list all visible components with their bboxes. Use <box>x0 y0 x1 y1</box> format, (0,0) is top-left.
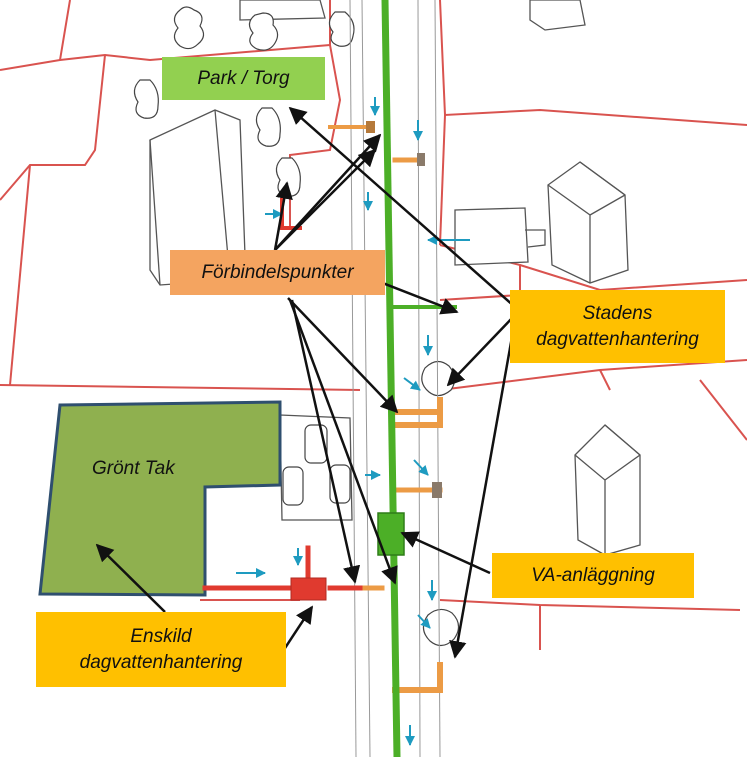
va-facility-text: VA-anläggning <box>531 564 655 586</box>
park-torg-label: Park / Torg <box>162 57 325 100</box>
city-stormwater-line1: Stadens <box>582 302 653 324</box>
va-facility-label: VA-anläggning <box>492 553 694 598</box>
house-bottom-right <box>574 424 641 556</box>
private-stormwater-line2: dagvattenhantering <box>79 651 243 673</box>
annotation-arrows <box>95 106 517 659</box>
houses <box>149 0 641 556</box>
connection-points-text: Förbindelspunkter <box>201 261 354 283</box>
private-stormwater-label: Enskild dagvattenhantering <box>36 612 286 687</box>
house-top-right <box>547 161 629 284</box>
private-stormwater-line1: Enskild <box>130 625 192 647</box>
green-roof-label: Grönt Tak <box>92 458 175 480</box>
garage <box>454 207 529 266</box>
private-well <box>290 577 327 601</box>
connection-points-label: Förbindelspunkter <box>170 250 385 295</box>
city-stormwater-line2: dagvattenhantering <box>536 328 699 350</box>
green-stormwater-line <box>381 0 401 757</box>
trees <box>133 6 460 647</box>
green-roof-text: Grönt Tak <box>92 458 175 479</box>
park-torg-text: Park / Torg <box>197 67 290 89</box>
green-roof <box>38 400 282 597</box>
plot-boundaries <box>0 0 747 650</box>
flow-arrows <box>236 97 470 746</box>
city-stormwater-label: Stadens dagvattenhantering <box>510 290 725 363</box>
